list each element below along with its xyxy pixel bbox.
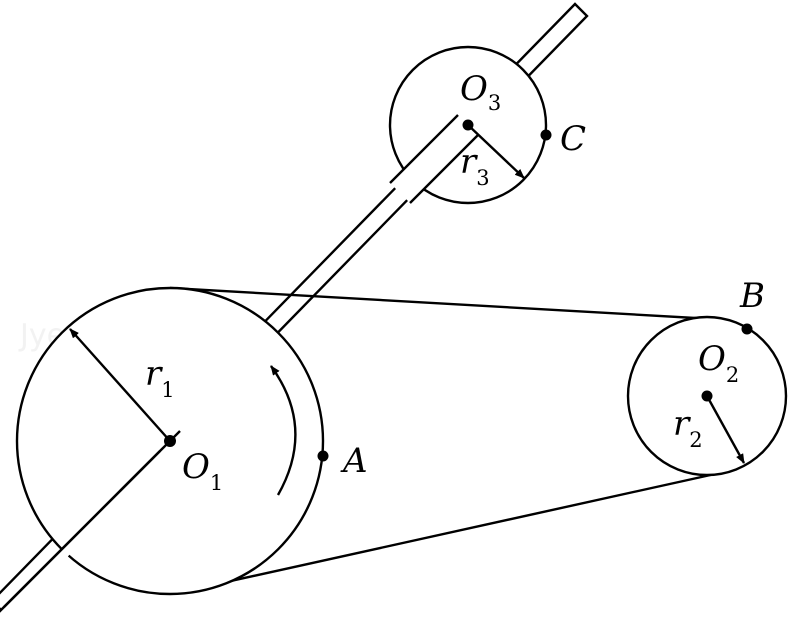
label-c: C (560, 119, 586, 159)
label-o3: O3 (460, 69, 501, 115)
label-b: B (739, 276, 765, 316)
label-a: A (340, 441, 368, 481)
point-c-dot (540, 129, 552, 141)
label-r3: r3 (460, 142, 490, 190)
radius-r1-arrow (69, 328, 171, 442)
point-b-dot (741, 323, 753, 335)
belt (169, 286, 716, 594)
rotation-arrow (270, 365, 297, 496)
label-r2: r2 (673, 404, 703, 452)
point-a-dot (317, 450, 329, 462)
label-o2: O2 (698, 339, 739, 387)
label-o1: O1 (182, 447, 223, 495)
radius-r2-arrow (705, 395, 746, 464)
radius-r3-arrow (467, 124, 525, 179)
label-r1: r1 (145, 354, 175, 402)
